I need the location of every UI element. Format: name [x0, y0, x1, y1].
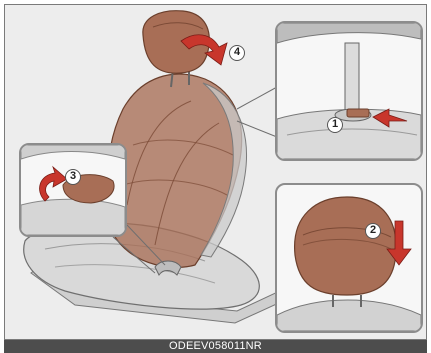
inset-headrest-down: 2	[275, 183, 423, 333]
inset-release-button: 1	[275, 21, 423, 161]
step-1-number: 1	[327, 117, 343, 133]
illustration-frame: 4 1 2	[4, 4, 427, 340]
step-2-number: 2	[365, 223, 381, 239]
figure-caption: ODEEV058011NR	[4, 340, 427, 353]
inset-recline-lever: 3	[19, 143, 127, 237]
step-4-number: 4	[229, 45, 245, 61]
release-button-detail	[277, 23, 421, 159]
step-3-number: 3	[65, 169, 81, 185]
headrest-down-detail	[277, 185, 421, 331]
recline-lever-detail	[21, 145, 125, 235]
